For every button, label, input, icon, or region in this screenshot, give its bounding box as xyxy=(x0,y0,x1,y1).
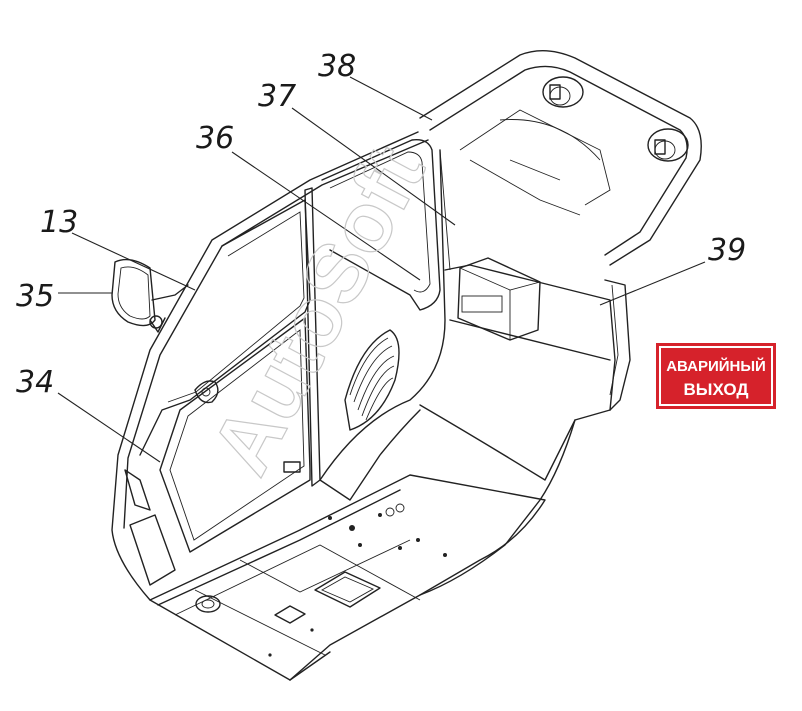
pedal-plate xyxy=(274,605,306,624)
callout-35: 35 xyxy=(16,279,54,314)
leader-36 xyxy=(231,151,421,281)
emergency-sign-line2: ВЫХОД xyxy=(684,380,749,399)
floor-holes xyxy=(268,503,447,657)
callout-36: 36 xyxy=(196,121,234,156)
cab-body xyxy=(111,50,702,681)
leader-lines xyxy=(57,76,706,463)
callout-37: 37 xyxy=(258,79,296,114)
floor-hatch xyxy=(314,571,381,608)
roof-lamp-right xyxy=(647,128,689,162)
callout-39: 39 xyxy=(708,233,746,268)
callout-34: 34 xyxy=(16,365,54,400)
door-lock xyxy=(283,461,301,473)
emergency-exit-sign: АВАРИЙНЫЙ ВЫХОД xyxy=(656,343,776,409)
watermark-text: AutoSoft xyxy=(193,131,442,488)
emergency-sign-line1: АВАРИЙНЫЙ xyxy=(666,357,766,375)
callout-labels: 13 35 34 36 37 38 39 xyxy=(16,49,746,400)
emergency-sign-background xyxy=(656,343,776,409)
roof-lamp-left xyxy=(542,76,584,108)
leader-13 xyxy=(71,232,196,291)
heater-box xyxy=(457,257,541,341)
floor-round-opening xyxy=(195,595,221,613)
emergency-sign-border xyxy=(659,346,773,406)
door-handle xyxy=(194,380,219,404)
side-mirror xyxy=(111,258,189,333)
leader-34 xyxy=(57,392,161,463)
leader-37 xyxy=(291,107,456,226)
leader-39 xyxy=(599,261,706,306)
callout-13: 13 xyxy=(40,205,78,240)
callout-38: 38 xyxy=(318,49,356,84)
watermark: AutoSoft xyxy=(192,131,443,489)
vent-grille xyxy=(344,329,400,431)
leader-38 xyxy=(349,76,433,121)
